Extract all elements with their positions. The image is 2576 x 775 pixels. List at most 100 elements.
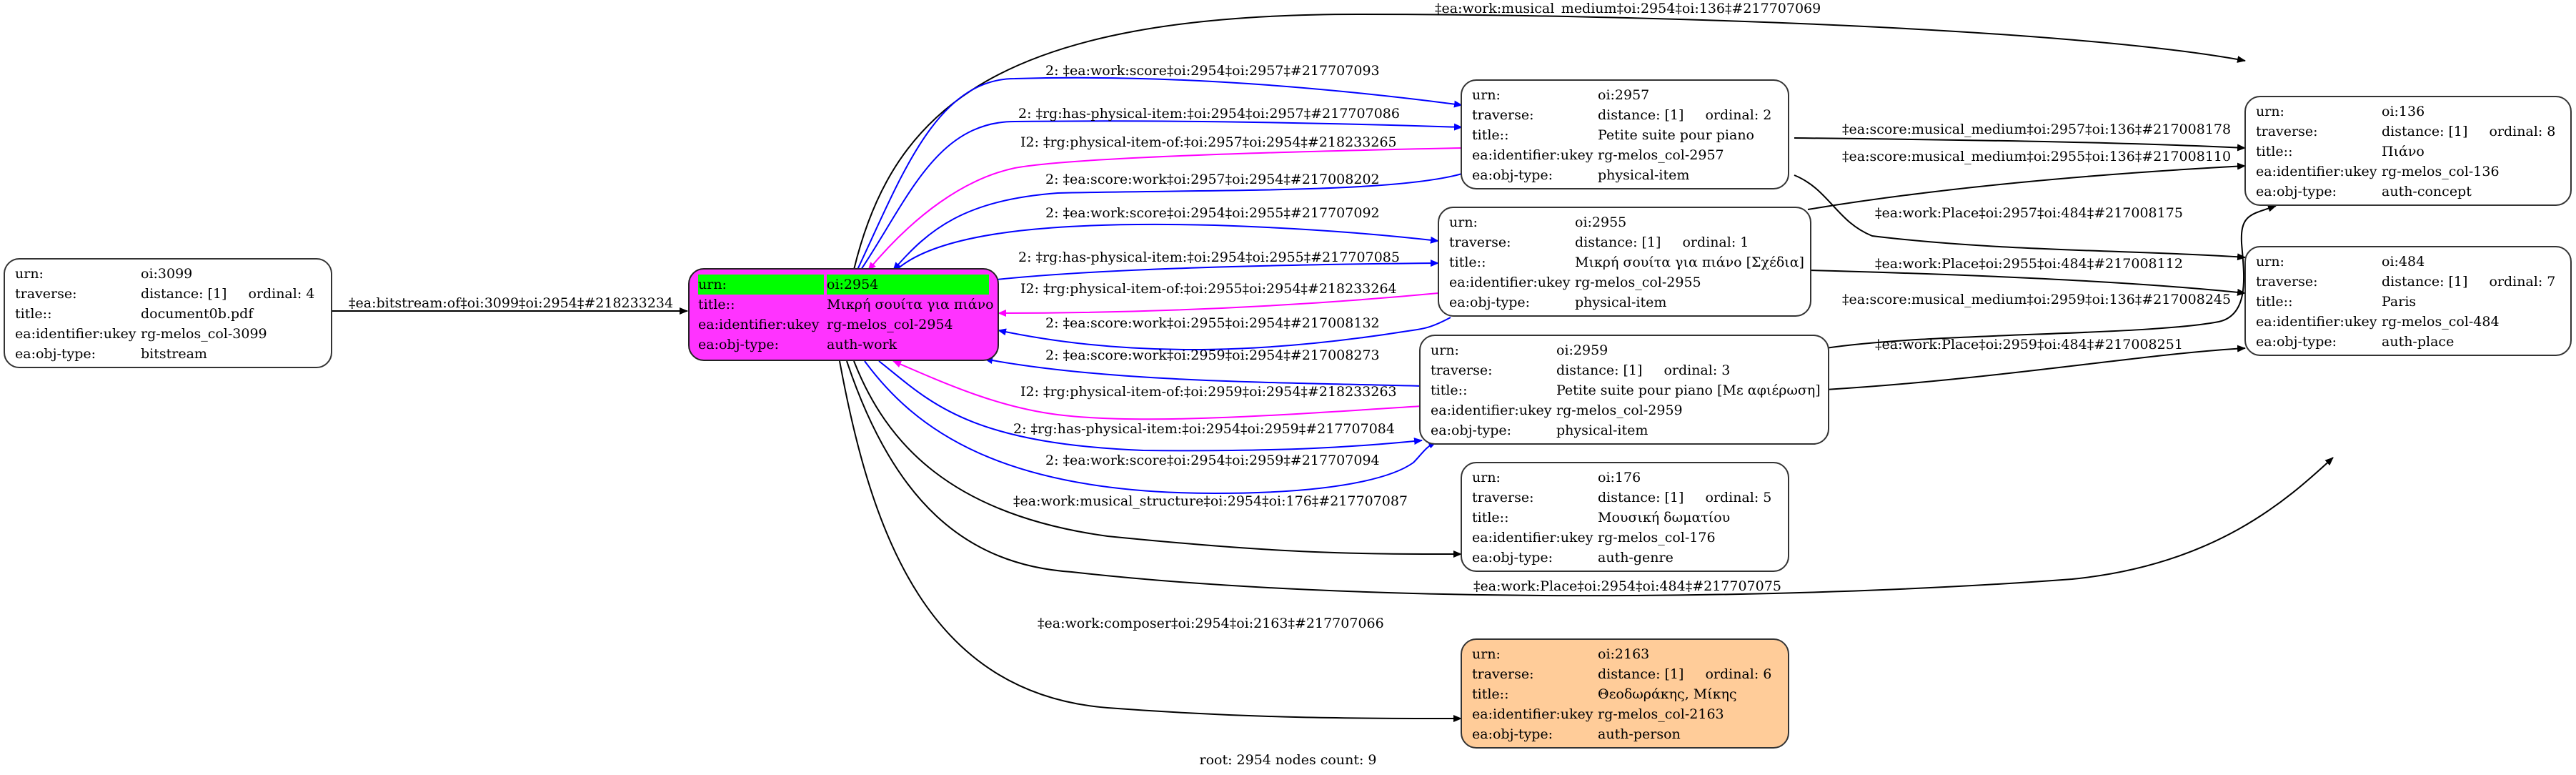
row-key: urn:: [1431, 342, 1459, 358]
node-row-traverse: traverse:distance: [1]ordinal: 7: [2256, 272, 2560, 292]
row-key: ea:identifier:ukey: [1472, 706, 1593, 722]
node-row-title: title::Μικρή σουίτα για πιάνο: [698, 295, 994, 315]
edge-9: [998, 317, 1451, 350]
row-value: physical-item: [1556, 423, 1648, 438]
edge-19: [1794, 174, 2246, 261]
node-row-obj-type: ea:obj-type:physical-item: [1472, 165, 1778, 185]
row-key: ea:obj-type:: [1472, 550, 1553, 566]
edge-label: 2: ‡ea:score:work‡oi:2959‡oi:2954‡#21700…: [1045, 347, 1380, 363]
edge-label: ‡ea:work:Place‡oi:2955‡oi:484‡#217008112: [1875, 256, 2183, 272]
row-key: urn:: [2256, 254, 2284, 270]
edge-label: 2: ‡ea:score:work‡oi:2957‡oi:2954‡#21700…: [1045, 172, 1380, 187]
row-value: oi:136: [2382, 104, 2425, 119]
row-key: ea:identifier:ukey: [698, 317, 820, 332]
edge-16: [839, 360, 1462, 722]
node-row-obj-type: ea:obj-type: physical-item: [1431, 420, 1818, 440]
node-row-urn: urn:oi:2957: [1472, 85, 1778, 105]
row-value: rg-melos_col-136: [2382, 164, 2500, 179]
node-oi-2957[interactable]: urn:oi:2957 traverse:distance: [1]ordina…: [1461, 79, 1789, 189]
row-value: rg-melos_col-2957: [1598, 147, 1724, 163]
node-row-urn: urn:oi:2954: [698, 275, 989, 295]
row-key: urn:: [1472, 646, 1501, 662]
row-value: oi:2955: [1575, 214, 1627, 230]
row-value: Μικρή σουίτα για πιάνο [Σχέδια]: [1575, 255, 1804, 270]
node-row-title: title::Petite suite pour piano: [1472, 125, 1778, 145]
node-oi-2954-root[interactable]: urn:oi:2954 title::Μικρή σουίτα για πιάν…: [688, 268, 999, 361]
row-key: ea:obj-type:: [15, 346, 96, 362]
edge-5: [892, 173, 1463, 271]
edge-13: [864, 360, 1437, 495]
node-row-traverse: traverse:distance: [1]ordinal: 2: [1472, 105, 1778, 125]
node-row-obj-type: ea:obj-type:physical-item: [1449, 292, 1800, 312]
edge-10: [984, 357, 1423, 387]
row-key: title::: [2256, 144, 2293, 159]
node-row-traverse: traverse:distance: [1]ordinal: 5: [1472, 488, 1778, 508]
row-key: traverse:: [1449, 235, 1511, 250]
edge-20: [1807, 270, 2246, 296]
node-row-title: title::Petite suite pour piano [Με αφιέρ…: [1431, 380, 1821, 400]
row-key: ea:identifier:ukey: [15, 326, 136, 342]
row-key: traverse:: [1472, 490, 1534, 505]
node-row-traverse: traverse:distance: [1]ordinal: 4: [15, 284, 321, 304]
row-key: title::: [1431, 382, 1468, 398]
node-oi-2959[interactable]: urn:oi:2959 traverse:distance: [1]ordina…: [1419, 335, 1829, 445]
row-value: auth-person: [1598, 726, 1681, 742]
row-value: rg-melos_col-2955: [1575, 275, 1701, 290]
edge-label: ‡ea:work:musical_structure‡oi:2954‡oi:17…: [1013, 493, 1408, 509]
node-oi-2163[interactable]: urn:oi:2163 traverse:distance: [1]ordina…: [1461, 638, 1789, 749]
row-key: urn:: [15, 266, 44, 282]
row-key: urn:: [1472, 470, 1501, 485]
node-row-title: title::document0b.pdf: [15, 304, 321, 324]
row-key: ea:obj-type:: [2256, 334, 2337, 350]
node-oi-3099[interactable]: urn:oi:3099 traverse:distance: [1]ordina…: [4, 258, 332, 368]
node-row-title: title::Θεοδωράκης, Μίκης: [1472, 684, 1778, 704]
row-key: ea:obj-type:: [1431, 423, 1512, 438]
node-row-urn: urn: oi:2955: [1449, 212, 1800, 232]
row-key: title::: [1449, 255, 1486, 270]
node-row-title: title::Πιάνο: [2256, 142, 2560, 162]
row-key: title::: [698, 297, 735, 312]
node-row-ukey: ea:identifier:ukey rg-melos_col-2955: [1449, 272, 1800, 292]
row-value: Petite suite pour piano: [1598, 127, 1754, 143]
row-value: auth-place: [2382, 334, 2455, 350]
edge-label: ‡ea:score:musical_medium‡oi:2959‡oi:136‡…: [1842, 292, 2232, 307]
row-value: Μικρή σουίτα για πιάνο: [827, 297, 994, 312]
row-value: Πιάνο: [2382, 144, 2425, 159]
node-oi-2955[interactable]: urn:oi:2955 traverse:distance: [1]ordina…: [1438, 207, 1811, 317]
edge-14: [853, 360, 1462, 558]
row-value: Petite suite pour piano [Με αφιέρωση]: [1556, 382, 1821, 398]
row-value: distance: [1]: [1556, 362, 1643, 378]
edge-label: 2: ‡ea:work:score‡oi:2954‡oi:2957‡#21770…: [1045, 63, 1380, 79]
node-oi-176[interactable]: urn:oi:176 traverse:distance: [1]ordinal…: [1461, 462, 1789, 572]
row-key: ea:identifier:ukey: [1472, 147, 1593, 163]
row-value: Μουσική δωματίου: [1598, 510, 1731, 525]
row-key: ea:identifier:ukey: [1449, 275, 1571, 290]
edge-label: ‡ea:bitstream:of‡oi:3099‡oi:2954‡#218233…: [349, 295, 674, 311]
row-key: traverse:: [1472, 107, 1534, 123]
edge-6: [896, 223, 1439, 270]
edge-15: [846, 360, 2334, 597]
node-row-title: title::Μουσική δωματίου: [1472, 508, 1778, 528]
node-oi-484[interactable]: urn:oi:484 traverse:distance: [1]ordinal…: [2244, 246, 2572, 356]
edge-label: 2: ‡rg:has-physical-item:‡oi:2954‡oi:295…: [1013, 421, 1395, 437]
row-value: physical-item: [1575, 295, 1667, 310]
node-row-ukey: ea:identifier:ukey rg-melos_col-136: [2256, 162, 2560, 182]
row-ordinal: ordinal: 8: [2489, 124, 2556, 139]
row-key: urn:: [1449, 214, 1478, 230]
node-row-obj-type: ea:obj-type:auth-person: [1472, 724, 1778, 744]
row-key: ea:identifier:ukey: [2256, 164, 2377, 179]
row-value: auth-concept: [2382, 184, 2472, 199]
row-ordinal: ordinal: 1: [1682, 235, 1749, 250]
node-oi-136[interactable]: urn:oi:136 traverse:distance: [1]ordinal…: [2244, 96, 2572, 206]
row-key: title::: [15, 306, 52, 322]
edge-22: [1825, 345, 2246, 390]
edge-label: 2: ‡rg:has-physical-item:‡oi:2954‡oi:295…: [1018, 250, 1400, 265]
edge-label: 2: ‡ea:work:score‡oi:2954‡oi:2959‡#21770…: [1045, 453, 1380, 468]
row-key: ea:obj-type:: [2256, 184, 2337, 199]
graph-footer: root: 2954 nodes count: 9: [1199, 752, 1377, 768]
row-key: traverse:: [2256, 274, 2318, 290]
row-value: rg-melos_col-2954: [827, 317, 953, 332]
row-key: title::: [1472, 127, 1509, 143]
